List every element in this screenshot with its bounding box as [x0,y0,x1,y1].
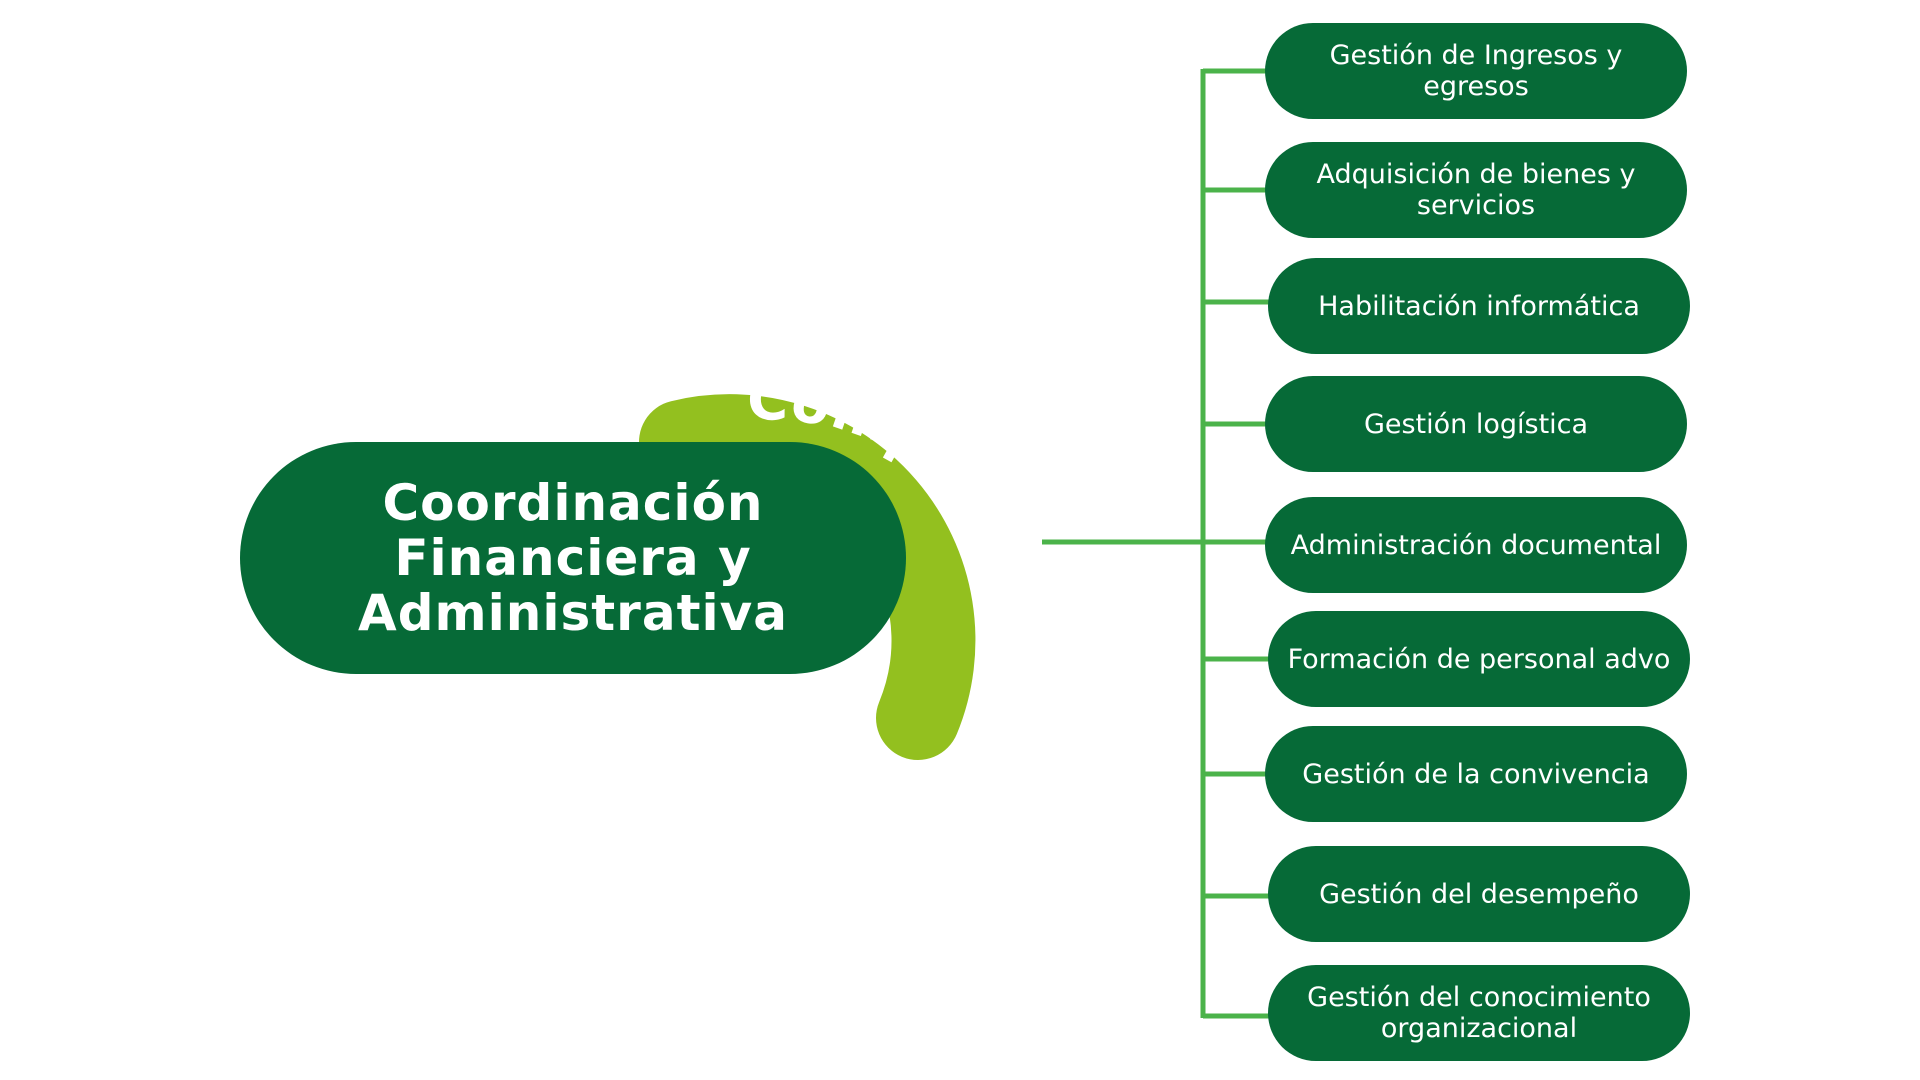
component-label: Habilitación informática [1318,290,1640,322]
component-label: Administración documental [1290,529,1662,561]
component-label: Gestión de Ingresos y egresos [1329,40,1623,102]
component-gestion-convivencia[interactable]: Gestión de la convivencia [1265,726,1687,822]
main-node-title: Coordinación Financiera y Administrativa [358,473,788,642]
connector-lines [1042,68,1271,1019]
component-ingresos-egresos[interactable]: Gestión de Ingresos y egresos [1265,23,1687,119]
component-label: Formación de personal advo [1287,643,1671,675]
component-administracion-documental[interactable]: Administración documental [1265,497,1687,593]
component-label: Adquisición de bienes y servicios [1316,159,1636,221]
component-formacion-personal[interactable]: Formación de personal advo [1268,611,1690,707]
component-label: Gestión logística [1363,408,1589,440]
component-label: Gestión del conocimiento organizacional [1307,982,1651,1044]
component-gestion-logistica[interactable]: Gestión logística [1265,376,1687,472]
main-node: Coordinación Financiera y Administrativa [240,442,906,674]
component-label: Gestión de la convivencia [1302,758,1650,790]
component-gestion-conocimiento[interactable]: Gestión del conocimiento organizacional [1268,965,1690,1061]
component-gestion-desempeno[interactable]: Gestión del desempeño [1268,846,1690,942]
component-habilitacion-informatica[interactable]: Habilitación informática [1268,258,1690,354]
component-label: Gestión del desempeño [1319,878,1639,910]
component-adquisicion-bienes[interactable]: Adquisición de bienes y servicios [1265,142,1687,238]
